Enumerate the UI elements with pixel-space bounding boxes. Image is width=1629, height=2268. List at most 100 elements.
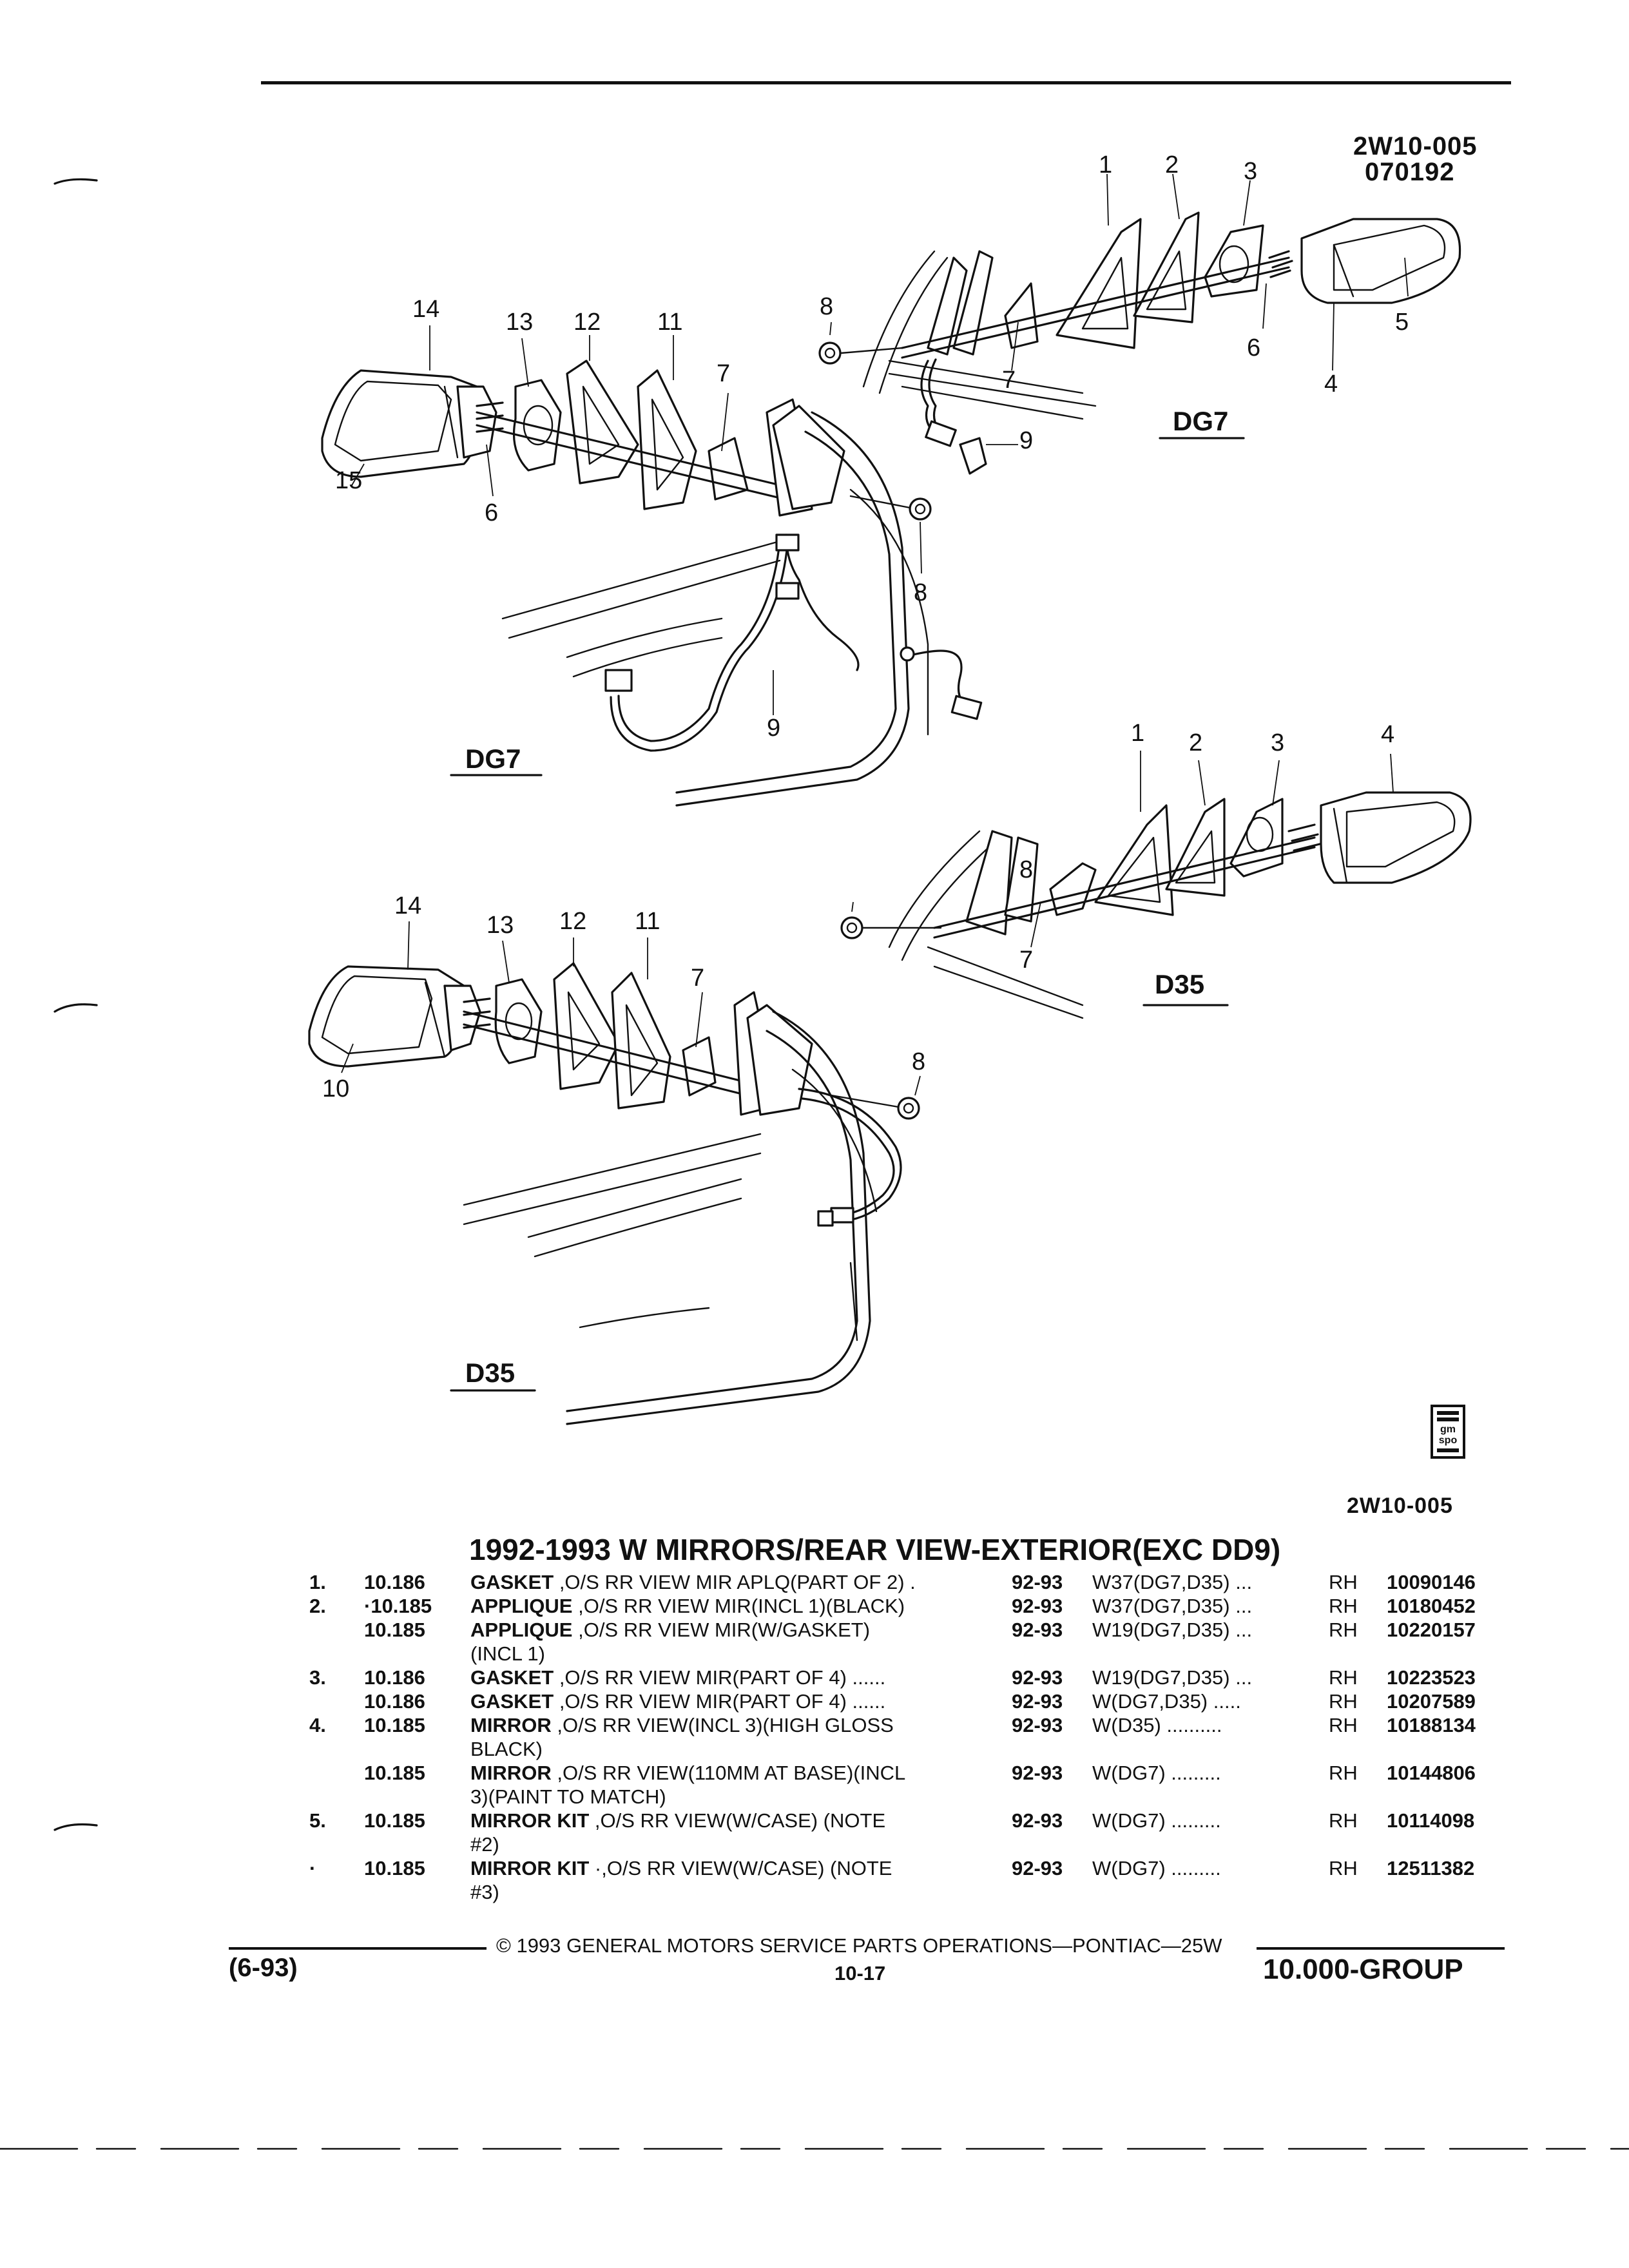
ref-date: 070192 (1365, 158, 1455, 186)
footer-rule-right (1257, 1947, 1505, 1950)
parts-cell-pn: 10180452 (1387, 1595, 1476, 1617)
part-desc: #3) (470, 1881, 499, 1903)
parts-cell-description: MIRROR ,O/S RR VIEW(110MM AT BASE)(INCL (470, 1762, 1179, 1785)
parts-cell-side: RH (1329, 1857, 1358, 1879)
parts-cell-group: 10.185 (364, 1619, 425, 1641)
part-desc: ,O/S RR VIEW MIR(INCL 1)(BLACK) (578, 1595, 905, 1617)
parts-cell-description: MIRROR KIT ,O/S RR VIEW(W/CASE) (NOTE (470, 1809, 1179, 1832)
callout-1: 1 (1099, 151, 1112, 178)
callout-8: 8 (820, 293, 833, 320)
label-dg7-left: DG7 (465, 744, 521, 774)
parts-cell-pn: 10114098 (1387, 1809, 1475, 1832)
parts-cell-description: APPLIQUE ,O/S RR VIEW MIR(W/GASKET) (470, 1619, 1179, 1642)
callout-13-b: 13 (487, 912, 514, 939)
parts-row: BLACK) (277, 1738, 1514, 1762)
part-desc: ,O/S RR VIEW(W/CASE) (NOTE (594, 1809, 886, 1832)
parts-row: 10.185 92-93 W19(DG7,D35) ... RH 10220157 APP… (277, 1619, 1514, 1642)
parts-cell-pn: 10090146 (1387, 1571, 1476, 1593)
parts-title: 1992-1993 W MIRRORS/REAR VIEW-EXTERIOR(E… (469, 1533, 1281, 1566)
part-desc: ,O/S RR VIEW MIR(PART OF 4) ...... (559, 1666, 886, 1689)
callout-13: 13 (506, 309, 533, 336)
parts-cell-description: MIRROR KIT ·,O/S RR VIEW(W/CASE) (NOTE (470, 1857, 1179, 1880)
part-desc: 3)(PAINT TO MATCH) (470, 1785, 666, 1808)
parts-cell-item: · (309, 1857, 316, 1879)
parts-cell-group: 10.185 (364, 1857, 425, 1879)
assembly-d35-lh (308, 921, 921, 1425)
callout-2: 2 (1165, 151, 1179, 178)
callout-14: 14 (412, 296, 439, 323)
part-name: APPLIQUE (470, 1619, 573, 1641)
parts-row: #2) (277, 1833, 1514, 1857)
parts-cell-years: 92-93 (1012, 1857, 1063, 1879)
footer-page-number: 10-17 (834, 1962, 886, 1984)
parts-cell-pn: 10188134 (1387, 1714, 1476, 1736)
parts-cell-description: GASKET ,O/S RR VIEW MIR APLQ(PART OF 2) … (470, 1571, 1179, 1594)
parts-cell-years: 92-93 (1012, 1619, 1063, 1641)
part-name: GASKET (470, 1571, 554, 1593)
part-desc: ·,O/S RR VIEW(W/CASE) (NOTE (594, 1857, 892, 1879)
parts-cell-pn: 10220157 (1387, 1619, 1476, 1641)
parts-cell-years: 92-93 (1012, 1690, 1063, 1713)
parts-cell-years: 92-93 (1012, 1762, 1063, 1784)
parts-cell-group: 10.186 (364, 1690, 425, 1713)
callout-6-b: 6 (485, 499, 498, 526)
callout-numbers: 1 2 3 5 6 4 7 8 9 DG7 14 13 12 11 7 15 6… (322, 151, 1409, 1388)
parts-cell-side: RH (1329, 1619, 1358, 1641)
parts-cell-app: W(D35) .......... (1092, 1714, 1222, 1736)
part-desc: #2) (470, 1833, 499, 1856)
part-desc: (INCL 1) (470, 1642, 545, 1665)
callout-2-b: 2 (1189, 729, 1202, 756)
parts-cell-description: #2) (470, 1833, 1179, 1856)
parts-cell-description: GASKET ,O/S RR VIEW MIR(PART OF 4) .....… (470, 1666, 1179, 1689)
assembly-dg7-rh (818, 173, 1461, 475)
parts-cell-group: 10.186 (364, 1571, 425, 1593)
parts-cell-pn: 10223523 (1387, 1666, 1476, 1689)
footer-rule-left (229, 1947, 487, 1950)
callout-3-b: 3 (1271, 729, 1284, 756)
footer-group: 10.000-GROUP (1263, 1954, 1463, 1985)
parts-cell-years: 92-93 (1012, 1714, 1063, 1736)
parts-cell-side: RH (1329, 1571, 1358, 1593)
parts-cell-description: (INCL 1) (470, 1642, 1179, 1666)
parts-cell-years: 92-93 (1012, 1666, 1063, 1689)
label-dg7-top: DG7 (1173, 406, 1228, 436)
parts-cell-group: 10.185 (364, 1714, 425, 1736)
footer-copyright: © 1993 GENERAL MOTORS SERVICE PARTS OPER… (496, 1934, 1222, 1957)
label-d35-right: D35 (1155, 969, 1204, 999)
parts-cell-item: 3. (309, 1666, 326, 1689)
parts-cell-years: 92-93 (1012, 1809, 1063, 1832)
parts-cell-app: W(DG7) ......... (1092, 1809, 1221, 1832)
parts-cell-app: W37(DG7,D35) ... (1092, 1571, 1253, 1593)
parts-cell-side: RH (1329, 1690, 1358, 1713)
part-desc: ,O/S RR VIEW(INCL 3)(HIGH GLOSS (557, 1714, 894, 1736)
part-name: MIRROR (470, 1714, 552, 1736)
callout-7-c: 7 (1019, 947, 1033, 974)
parts-cell-item: 5. (309, 1809, 326, 1832)
top-rule (261, 81, 1511, 84)
part-desc: ,O/S RR VIEW MIR APLQ(PART OF 2) . (559, 1571, 916, 1593)
parts-cell-app: W19(DG7,D35) ... (1092, 1619, 1253, 1641)
parts-cell-app: W37(DG7,D35) ... (1092, 1595, 1253, 1617)
callout-6: 6 (1247, 334, 1260, 361)
callout-8-d: 8 (912, 1048, 925, 1075)
part-desc: ,O/S RR VIEW MIR(PART OF 4) ...... (559, 1690, 886, 1713)
part-desc: ,O/S RR VIEW(110MM AT BASE)(INCL (557, 1762, 906, 1784)
parts-cell-app: W19(DG7,D35) ... (1092, 1666, 1253, 1689)
parts-row: (INCL 1) (277, 1642, 1514, 1666)
footer-date: (6-93) (229, 1954, 298, 1982)
parts-cell-side: RH (1329, 1762, 1358, 1784)
callout-7: 7 (1002, 367, 1016, 394)
ref-code: 2W10-005 (1353, 132, 1478, 160)
parts-cell-description: GASKET ,O/S RR VIEW MIR(PART OF 4) .....… (470, 1690, 1179, 1713)
callout-10: 10 (322, 1075, 349, 1102)
parts-cell-group: 10.186 (364, 1666, 425, 1689)
parts-cell-description: APPLIQUE ,O/S RR VIEW MIR(INCL 1)(BLACK) (470, 1595, 1179, 1618)
part-desc: ,O/S RR VIEW MIR(W/GASKET) (578, 1619, 871, 1641)
parts-cell-side: RH (1329, 1714, 1358, 1736)
